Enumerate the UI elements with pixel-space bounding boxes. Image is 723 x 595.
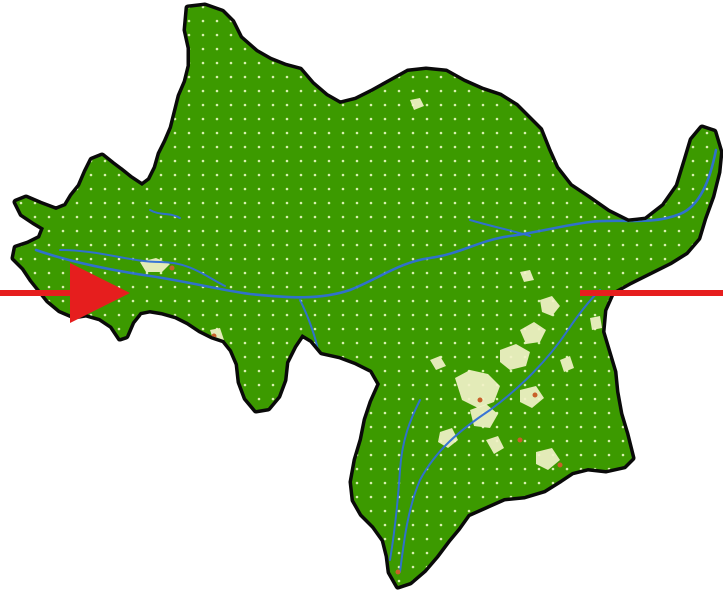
river-segment	[469, 219, 531, 237]
clearing-patch	[540, 296, 560, 316]
clearing-patch	[560, 356, 574, 372]
river-segment	[149, 209, 181, 219]
disturbance-spot	[169, 265, 175, 271]
disturbance-spot	[557, 462, 563, 468]
clearing-patch	[520, 270, 534, 282]
clearing-patch	[590, 316, 602, 330]
clearing-patch	[520, 386, 544, 408]
river-segment	[34, 148, 718, 299]
clearing-patch	[430, 356, 446, 370]
clearing-patch	[455, 370, 500, 408]
clearing-patch	[520, 322, 546, 344]
river-network	[34, 148, 718, 573]
clearing-patch	[410, 98, 424, 110]
clearing-patch	[536, 448, 560, 470]
river-segment	[389, 399, 421, 561]
clearing-patch	[500, 344, 530, 370]
disturbance-spot	[395, 569, 401, 575]
disturbance-spots	[169, 265, 563, 575]
river-segment	[59, 249, 226, 287]
disturbance-spot	[517, 437, 523, 443]
river-segment	[399, 289, 601, 573]
clearing-patch	[486, 436, 504, 454]
disturbance-spot	[477, 397, 483, 403]
clearing-patch	[438, 428, 458, 448]
disturbance-spot	[532, 392, 538, 398]
